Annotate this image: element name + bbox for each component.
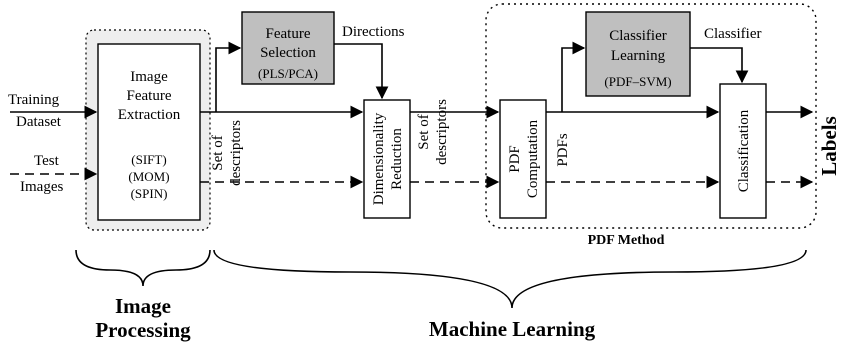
classification-box [719, 83, 767, 219]
ife-line-3: Extraction [118, 107, 181, 123]
pdfs-label: PDFs [555, 133, 571, 167]
pdf-method-label: PDF Method [588, 233, 665, 248]
classifier-learning-box [585, 11, 691, 97]
feature-selection-sub: (PLS/PCA) [258, 66, 318, 81]
machine-learning-brace [213, 249, 807, 309]
pdf-computation-box [499, 99, 547, 219]
to-feature-selection-arrow [215, 41, 242, 112]
to-classifier-learning-arrow [561, 41, 586, 112]
directions-arrow [334, 43, 389, 100]
dimensionality-reduction-box [363, 99, 411, 219]
ife-method-mom: (MOM) [128, 169, 169, 184]
classifier-label: Classifier [704, 26, 762, 42]
feature-selection-line-1: Feature [266, 26, 311, 42]
labels-output: Labels [817, 116, 841, 176]
set-of-descriptors-2-line-2: descriptors [434, 99, 450, 165]
dimred-line-2: Reduction [389, 128, 405, 190]
training-label-2: Dataset [16, 114, 62, 130]
ife-line-1: Image [130, 69, 168, 85]
classification-label: Classification [736, 109, 752, 192]
directions-label: Directions [342, 24, 405, 40]
set-of-descriptors-1-line-1: Set of [210, 135, 226, 170]
set-of-descriptors-1-line-2: descriptors [228, 120, 244, 186]
ife-method-sift: (SIFT) [131, 152, 166, 167]
ife-method-spin: (SPIN) [131, 186, 168, 201]
test-label-1: Test [34, 153, 60, 169]
classifier-arrow [690, 47, 749, 84]
feature-selection-box [241, 11, 335, 85]
test-label-2: Images [20, 179, 63, 195]
image-processing-line-2: Processing [95, 318, 191, 342]
dimred-line-1: Dimensionality [371, 112, 387, 205]
pdf-comp-line-2: Computation [525, 119, 541, 198]
image-processing-brace [75, 249, 211, 287]
set-of-descriptors-2-line-1: Set of [416, 114, 432, 149]
image-feature-extraction-box [97, 43, 201, 221]
image-processing-line-1: Image [115, 294, 171, 318]
pdf-comp-line-1: PDF [507, 145, 523, 173]
training-label-1: Training [8, 92, 60, 108]
ife-line-2: Feature [127, 88, 172, 104]
classifier-learning-line-2: Learning [611, 48, 666, 64]
classifier-learning-line-1: Classifier [609, 28, 667, 44]
classifier-learning-sub: (PDF–SVM) [604, 74, 671, 89]
feature-selection-line-2: Selection [260, 45, 316, 61]
machine-learning-label: Machine Learning [429, 317, 596, 341]
